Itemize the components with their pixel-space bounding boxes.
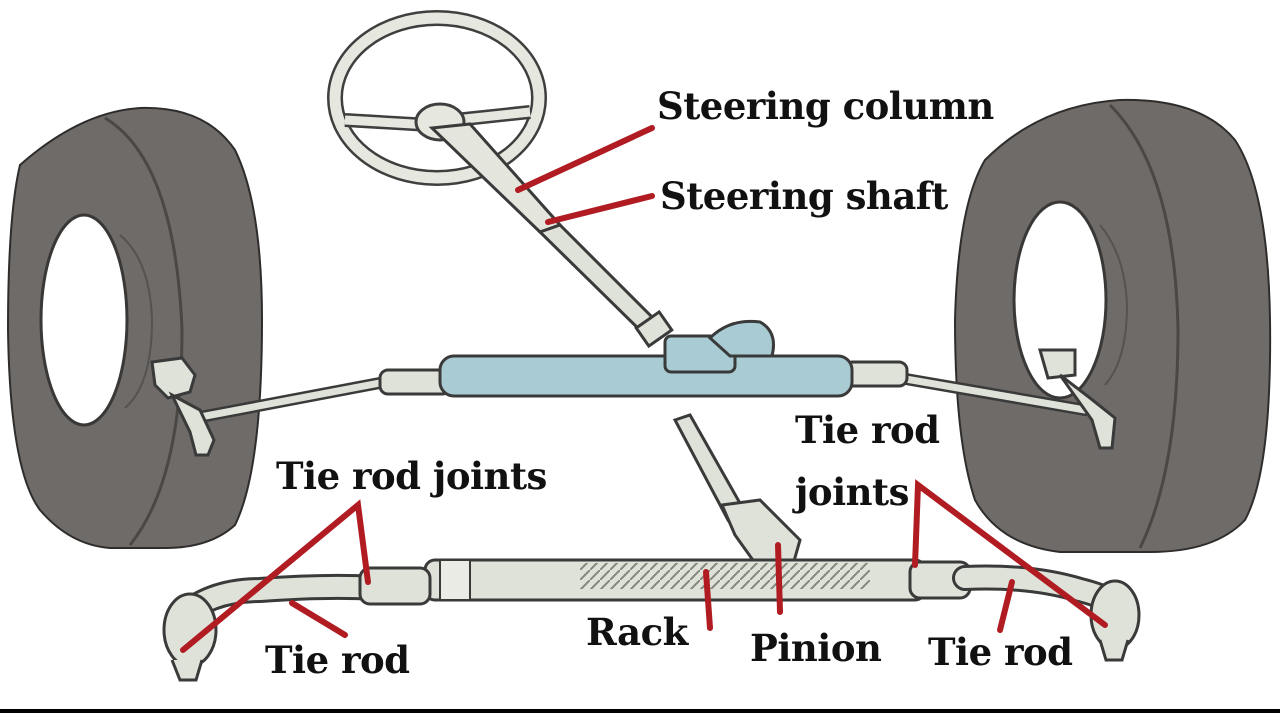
label-tie-rod-joints-right-line1: Tie rod	[795, 408, 940, 452]
lower-rack-assembly	[162, 413, 1141, 682]
right-wheel	[953, 98, 1272, 553]
leader-tie-rod-right	[997, 579, 1015, 633]
label-tie-rod-left: Tie rod	[265, 638, 410, 682]
left-wheel	[6, 106, 264, 549]
upper-rack-assembly	[150, 319, 1117, 457]
label-steering-shaft: Steering shaft	[660, 174, 948, 218]
leader-tie-rod-joints-left	[180, 499, 371, 653]
leader-rack	[703, 569, 713, 631]
label-pinion: Pinion	[750, 626, 882, 670]
label-steering-column: Steering column	[657, 84, 994, 128]
label-tie-rod-right: Tie rod	[928, 630, 1073, 674]
leader-tie-rod-joints-right	[912, 479, 1108, 628]
leader-tie-rod-left	[289, 600, 348, 638]
leader-pinion	[775, 542, 783, 615]
leader-steering-column	[515, 125, 655, 193]
leader-lines	[180, 125, 1108, 653]
leader-steering-shaft	[545, 193, 655, 225]
label-rack: Rack	[586, 610, 688, 654]
steering-column-shaft	[428, 122, 674, 349]
label-tie-rod-joints-left: Tie rod joints	[276, 454, 547, 498]
steering-wheel	[327, 10, 547, 186]
label-tie-rod-joints-right-line2: joints	[795, 470, 909, 514]
